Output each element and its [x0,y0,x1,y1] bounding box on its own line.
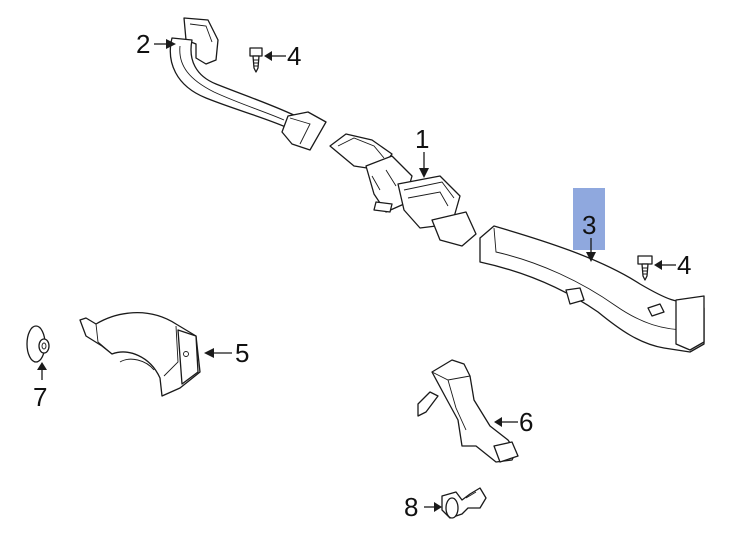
callout-5: 5 [204,338,249,368]
callout-4-right: 4 [654,250,691,280]
callout-8: 8 [404,492,442,522]
callout-label-1: 1 [415,124,429,154]
callout-3-highlight [573,188,605,250]
callout-label-7: 7 [33,382,47,412]
callout-2: 2 [136,29,176,59]
callout-3: 3 [573,188,605,262]
part-4-screw-right [637,255,653,281]
part-6-rear-floor-duct [417,359,519,463]
callout-7: 7 [33,362,47,412]
callout-label-5: 5 [235,338,249,368]
callout-1: 1 [415,124,429,178]
callout-6: 6 [494,407,533,437]
callout-label-4a: 4 [287,41,301,71]
callout-label-8: 8 [404,492,418,522]
part-4-screw-upper [249,47,263,73]
callout-4-upper: 4 [264,41,301,71]
part-5-floor-duct [79,312,201,397]
part-3-right-duct [479,225,705,353]
callout-label-3: 3 [582,210,596,240]
part-7-washer-clip [26,325,50,363]
part-2-left-outlet-duct [169,17,327,151]
callout-label-6: 6 [519,407,533,437]
callout-label-4b: 4 [677,250,691,280]
callout-label-2: 2 [136,29,150,59]
part-8-push-pin-clip [441,487,487,519]
part-1-center-duct [329,133,477,247]
